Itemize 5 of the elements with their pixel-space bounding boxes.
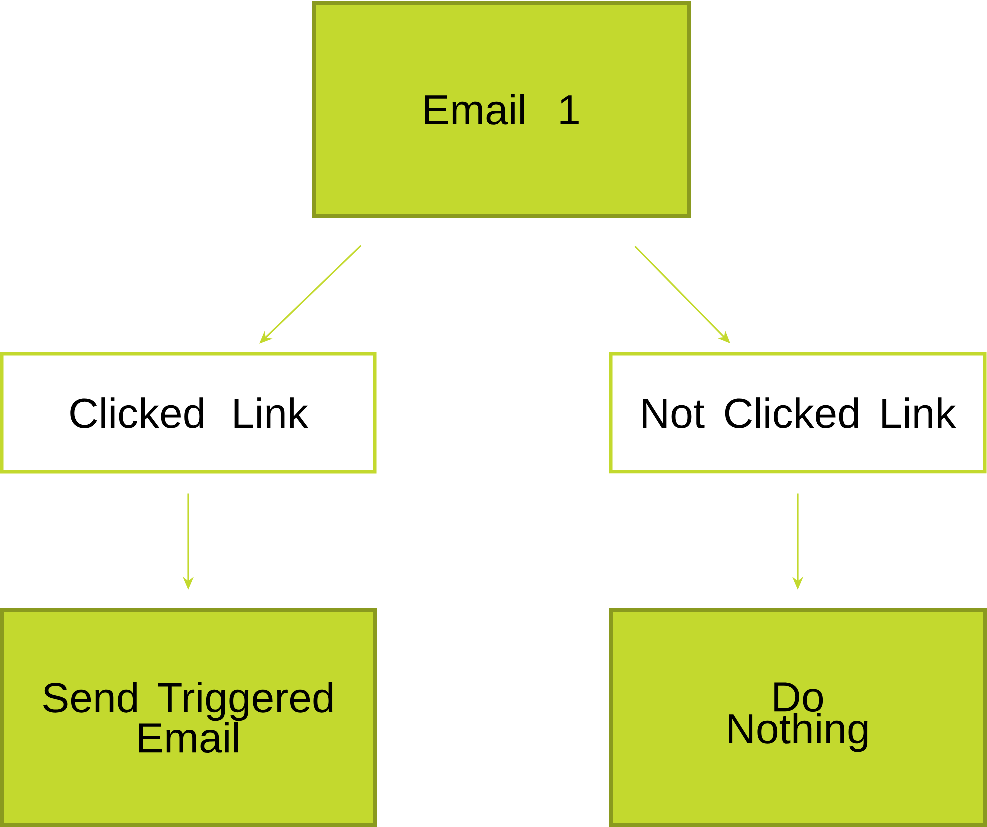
action-box: Email 1 <box>312 1 691 218</box>
action-box: Send Triggered Email <box>0 608 377 827</box>
condition-box: Clicked Link <box>0 352 377 474</box>
condition-box: Not Clicked Link <box>609 352 987 474</box>
action-box: Do Nothing <box>609 608 987 827</box>
